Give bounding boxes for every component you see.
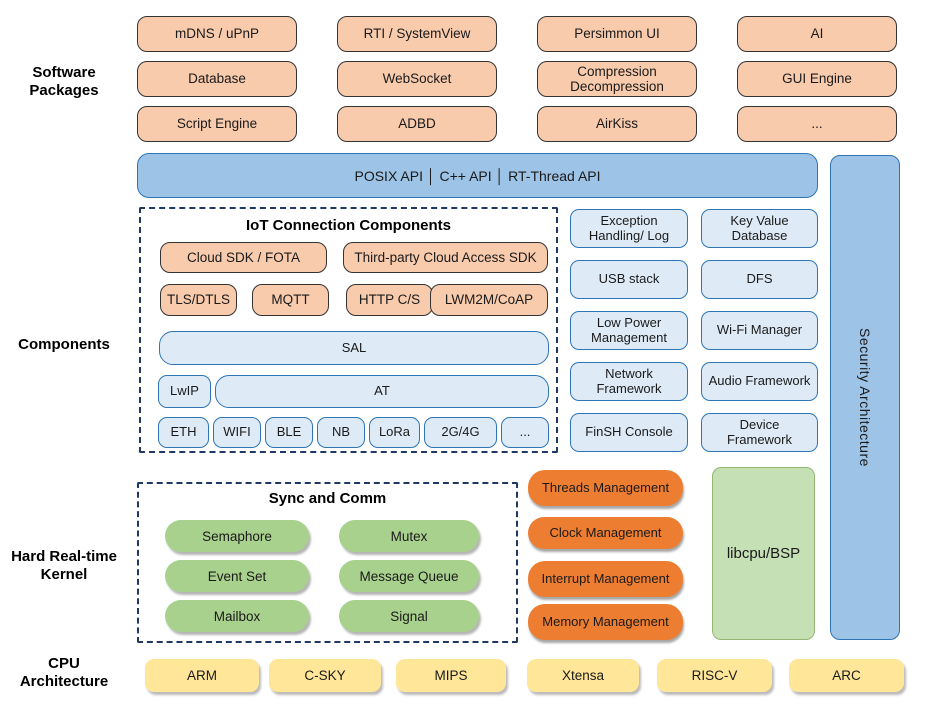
component-services-grid: Exception Handling/ Log Key Value Databa… (570, 209, 818, 452)
libcpu-bsp-box: libcpu/BSP (712, 467, 815, 640)
2g4g-box: 2G/4G (424, 417, 497, 448)
wifi-box: WIFI (213, 417, 261, 448)
iot-panel-title: IoT Connection Components (246, 217, 451, 234)
software-packages-grid: mDNS / uPnP RTI / SystemView Persimmon U… (137, 16, 897, 142)
sync-and-comm-panel: Sync and Comm Semaphore Mutex Event Set … (137, 482, 518, 643)
package-box-database: Database (137, 61, 297, 97)
eth-box: ETH (158, 417, 209, 448)
package-box-mdns-upnp: mDNS / uPnP (137, 16, 297, 52)
sal-box: SAL (159, 331, 549, 365)
api-bar: POSIX API │ C++ API │ RT-Thread API (137, 153, 818, 198)
cpu-mips-pill: MIPS (396, 659, 506, 692)
signal-pill: Signal (339, 600, 479, 632)
cpu-xtensa-pill: Xtensa (527, 659, 639, 692)
package-box-gui-engine: GUI Engine (737, 61, 897, 97)
audio-framework-box: Audio Framework (701, 362, 818, 401)
package-box-script-engine: Script Engine (137, 106, 297, 142)
sync-and-comm-title: Sync and Comm (268, 490, 387, 507)
lora-box: LoRa (369, 417, 420, 448)
cloud-sdk-fota-box: Cloud SDK / FOTA (160, 242, 327, 273)
tls-dtls-box: TLS/DTLS (160, 284, 237, 316)
device-framework-box: Device Framework (701, 413, 818, 452)
ble-box: BLE (265, 417, 313, 448)
dfs-box: DFS (701, 260, 818, 299)
interrupt-management-pill: Interrupt Management (528, 561, 683, 597)
package-box-ai: AI (737, 16, 897, 52)
clock-management-pill: Clock Management (528, 517, 683, 549)
key-value-database-box: Key Value Database (701, 209, 818, 248)
cpu-riscv-pill: RISC-V (657, 659, 772, 692)
cpu-arc-pill: ARC (789, 659, 904, 692)
at-box: AT (215, 375, 549, 408)
cpu-csky-pill: C-SKY (269, 659, 381, 692)
low-power-management-box: Low Power Management (570, 311, 688, 350)
more-links-box: ... (501, 417, 549, 448)
package-box-adbd: ADBD (337, 106, 497, 142)
package-box-compression: Compression Decompression (537, 61, 697, 97)
label-hard-realtime-kernel: Hard Real-time Kernel (11, 548, 117, 583)
security-architecture-label: Security Architecture (857, 328, 873, 467)
finsh-console-box: FinSH Console (570, 413, 688, 452)
mailbox-pill: Mailbox (165, 600, 309, 632)
nb-box: NB (317, 417, 365, 448)
label-components: Components (18, 336, 110, 353)
message-queue-pill: Message Queue (339, 560, 479, 592)
network-framework-box: Network Framework (570, 362, 688, 401)
wifi-manager-box: Wi-Fi Manager (701, 311, 818, 350)
label-cpu-architecture: CPU Architecture (19, 655, 109, 690)
cpu-arm-pill: ARM (145, 659, 259, 692)
iot-connection-components-panel: IoT Connection Components Cloud SDK / FO… (139, 207, 558, 453)
event-set-pill: Event Set (165, 560, 309, 592)
package-box-rti-systemview: RTI / SystemView (337, 16, 497, 52)
memory-management-pill: Memory Management (528, 604, 683, 640)
package-box-websocket: WebSocket (337, 61, 497, 97)
threads-management-pill: Threads Management (528, 470, 683, 506)
package-box-more: ... (737, 106, 897, 142)
security-architecture-panel: Security Architecture (830, 155, 900, 640)
mqtt-box: MQTT (252, 284, 329, 316)
thirdparty-cloud-sdk-box: Third-party Cloud Access SDK (343, 242, 548, 273)
lwip-box: LwIP (158, 375, 211, 408)
http-cs-box: HTTP C/S (346, 284, 433, 316)
lwm2m-coap-box: LWM2M/CoAP (430, 284, 548, 316)
semaphore-pill: Semaphore (165, 520, 309, 552)
package-box-airkiss: AirKiss (537, 106, 697, 142)
package-box-persimmon-ui: Persimmon UI (537, 16, 697, 52)
mutex-pill: Mutex (339, 520, 479, 552)
usb-stack-box: USB stack (570, 260, 688, 299)
label-software-packages: Software Packages (29, 64, 99, 99)
exception-handling-log-box: Exception Handling/ Log (570, 209, 688, 248)
